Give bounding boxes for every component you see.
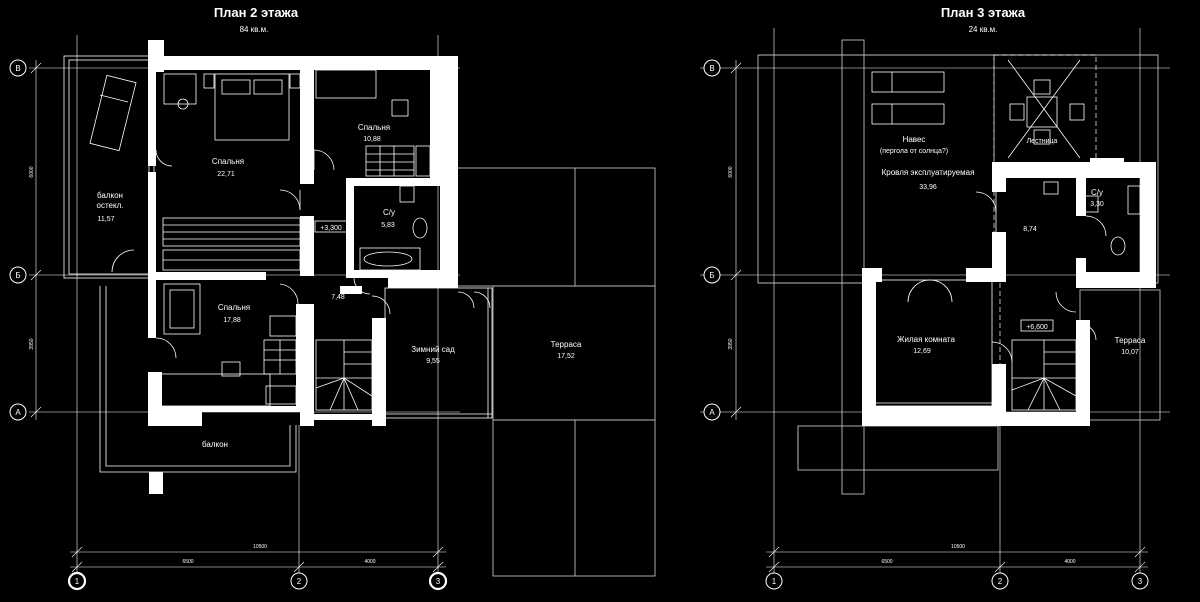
- room-area-bedroom-main: 22,71: [217, 171, 235, 178]
- axis-label-A: А: [15, 408, 21, 417]
- room-label-terrace: Терраса: [551, 340, 582, 349]
- plan3-dim-right: 4000: [1064, 559, 1075, 565]
- plan2-level-box: [314, 220, 348, 233]
- plan2-level-mark: +3,300: [320, 225, 342, 232]
- plan2-furniture: [159, 69, 431, 411]
- room-area-winter-garden: 9,55: [426, 358, 440, 365]
- room-label-canopy-note: (пергола от солнца?): [880, 148, 948, 155]
- axis-marker-A: [9, 403, 27, 421]
- plan3-doors: [907, 191, 1107, 363]
- plan3-dim-vert-bottom: 3950: [728, 338, 734, 349]
- plan3-level-box: [1020, 319, 1054, 332]
- room-label-winter-garden: Зимний сад: [411, 345, 455, 354]
- plan2-dim-left: 6500: [182, 559, 193, 565]
- plan2-walls: [148, 40, 458, 426]
- axis-marker-B: [703, 266, 721, 284]
- axis-label-B: Б: [15, 271, 20, 280]
- room-area-bedroom-ne: 10,88: [363, 136, 381, 143]
- room-label-balcony: балкон: [202, 440, 228, 449]
- room-label-bedroom-s: Спальня: [218, 303, 250, 312]
- plan3-level-mark: +6,600: [1026, 324, 1048, 331]
- room-area-hall: 8,74: [1023, 226, 1037, 233]
- plan2-dim-total: 10500: [253, 544, 267, 550]
- plan3-title: План 3 этажа: [941, 5, 1026, 20]
- room-area-terrace: 10,07: [1121, 349, 1139, 356]
- plan2-glazed-balcony: [63, 55, 155, 279]
- plan3-grid-lines: [700, 28, 1170, 573]
- plan3-dim-left: 6500: [881, 559, 892, 565]
- room-area-bedroom-s: 17,88: [223, 317, 241, 324]
- plan2-terrace-outline: [384, 167, 656, 577]
- axis-label-1: 1: [75, 577, 80, 586]
- axis-label-1: 1: [772, 577, 777, 586]
- room-label-bath: С/у: [1091, 188, 1103, 197]
- axis-marker-3: [428, 571, 448, 591]
- plan2-lower-balcony: [99, 286, 297, 494]
- room-area-living: 12,69: [913, 348, 931, 355]
- room-label-bath: С/у: [383, 208, 395, 217]
- room-area-hall: 7,48: [331, 294, 345, 301]
- axis-label-B: Б: [709, 271, 714, 280]
- axis-marker-V: [703, 59, 721, 77]
- axis-label-A: А: [709, 408, 715, 417]
- axis-label-V: В: [15, 64, 20, 73]
- plan3-subtitle: 24 кв.м.: [969, 25, 998, 34]
- plan3-axis-markers: [703, 59, 1149, 590]
- room-label-balcony-glazed-2: остекл.: [97, 201, 124, 210]
- plan2-subtitle: 84 кв.м.: [240, 25, 269, 34]
- plan3-dim-total: 10500: [951, 544, 965, 550]
- room-label-living: Жилая комната: [897, 335, 955, 344]
- axis-marker-B: [9, 266, 27, 284]
- room-label-bedroom-main: Спальня: [212, 157, 244, 166]
- axis-marker-2: [991, 572, 1009, 590]
- plan3-dim-vert-top: 6000: [728, 166, 734, 177]
- plan-3-floor: План 3 этажа 24 кв.м. Навес (пергола от …: [700, 5, 1170, 590]
- plan3-walls: [862, 158, 1156, 426]
- axis-marker-2: [290, 572, 308, 590]
- plan2-dim-vert-bottom: 3950: [29, 338, 35, 349]
- plan2-title: План 2 этажа: [214, 5, 299, 20]
- plan2-dim-vert-top: 6000: [29, 166, 35, 177]
- axis-marker-A: [703, 403, 721, 421]
- room-area-bath: 3,30: [1090, 201, 1104, 208]
- room-label-canopy: Навес: [903, 135, 926, 144]
- axis-label-2: 2: [297, 577, 302, 586]
- plan2-dim-right: 4000: [364, 559, 375, 565]
- axis-label-V: В: [709, 64, 714, 73]
- room-label-stairs: Лестница: [1027, 138, 1058, 145]
- room-label-terrace: Терраса: [1115, 336, 1146, 345]
- axis-marker-V: [9, 59, 27, 77]
- room-area-balcony-glazed: 11,57: [98, 216, 115, 223]
- axis-label-3: 3: [436, 577, 441, 586]
- room-area-terrace: 17,52: [557, 353, 575, 360]
- room-label-balcony-glazed: балкон: [97, 191, 123, 200]
- axis-label-2: 2: [998, 577, 1003, 586]
- plan2-doors: [111, 149, 491, 359]
- room-label-roof: Кровля эксплуатируемая: [882, 168, 975, 177]
- room-label-bedroom-ne: Спальня: [358, 123, 390, 132]
- axis-label-3: 3: [1138, 577, 1143, 586]
- plan2-axis-markers: [9, 59, 448, 591]
- axis-marker-3: [1131, 572, 1149, 590]
- axis-marker-1: [765, 572, 783, 590]
- room-area-bath: 5,83: [381, 222, 395, 229]
- plan-2-floor: План 2 этажа 84 кв.м. балкон остекл. 11,…: [9, 5, 656, 591]
- room-area-roof: 33,96: [919, 184, 937, 191]
- axis-marker-1: [67, 571, 87, 591]
